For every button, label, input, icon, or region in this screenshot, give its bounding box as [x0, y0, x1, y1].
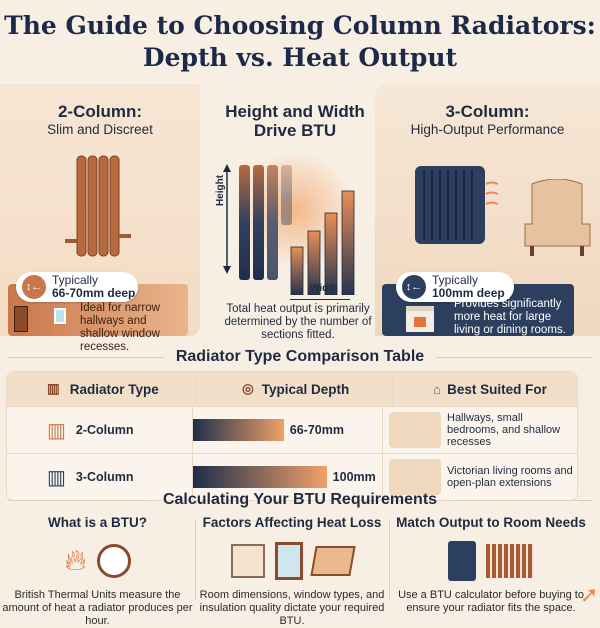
header-best-suited: Best Suited For	[447, 381, 547, 397]
depth-bar	[192, 419, 284, 441]
panel-heading: Height and Width	[225, 102, 365, 121]
best-suited-text: Victorian living rooms and open-plan ext…	[447, 465, 573, 489]
header-cell: ◎ Typical Depth	[196, 372, 392, 406]
btu-bar	[324, 212, 338, 295]
radiator-type: 2-Column	[75, 423, 134, 437]
width-label: Width	[310, 283, 338, 294]
divider	[195, 520, 196, 600]
copper-radiator-icon: ▥	[47, 419, 66, 442]
depth-value: 66-70mm deep	[52, 286, 136, 300]
table-row: ▥ 2-Column 66-70mm Hallways, small bedroo…	[7, 406, 577, 453]
window-icon	[275, 542, 303, 580]
door-icon	[14, 306, 28, 332]
btu-section-title: Calculating Your BTU Requirements	[0, 491, 600, 509]
header-cell: ⌂ Best Suited For	[392, 372, 577, 406]
height-width-panel: Height and Width Drive BTU	[205, 84, 385, 140]
panel-description: Total heat output is primarily determine…	[224, 303, 372, 341]
table-title: Radiator Type Comparison Table	[0, 348, 600, 366]
column-heading: Match Output to Room Needs	[396, 515, 586, 530]
header-radiator-type: Radiator Type	[69, 381, 159, 397]
flame-icon: 🔥︎	[64, 544, 87, 577]
btu-bars	[290, 190, 355, 295]
table-row: ▥ 3-Column 100mm Victorian living rooms a…	[7, 453, 577, 500]
column-heading: What is a BTU?	[47, 515, 147, 530]
depth-value: 100mm deep	[432, 286, 505, 300]
copper-radiator-illustration	[65, 155, 131, 257]
panel-heading: 3-Column:	[445, 102, 530, 121]
fireplace-icon	[406, 306, 434, 332]
house-icon: ⌂	[433, 381, 442, 397]
table-header: ▥ Radiator Type ◎ Typical Depth ⌂ Best Suit…	[7, 372, 577, 406]
clock-icon	[96, 544, 131, 578]
radiator-icon	[486, 544, 534, 578]
column-text: Use a BTU calculator before buying to en…	[398, 589, 584, 614]
depth-cell: 100mm	[191, 454, 382, 500]
depth-arrows-icon: ↕←	[22, 275, 46, 299]
depth-label: Typically	[432, 273, 479, 287]
hallway-bedroom-icon	[389, 412, 441, 448]
title-line-2: Depth vs. Heat Output	[142, 43, 458, 72]
depth-arrows-icon: ↕←	[402, 275, 426, 299]
navy-radiator-illustration	[415, 166, 499, 244]
panel-description: Ideal for narrow hallways and shallow wi…	[80, 302, 160, 353]
panel-heading: 2-Column:	[57, 102, 143, 121]
arrow-icon: ➚	[580, 582, 599, 607]
btu-column: What is a BTU? 🔥︎ British Thermal Units …	[0, 515, 195, 628]
best-suited-text: Hallways, small bedrooms, and shallow re…	[447, 412, 561, 448]
armchair-icon	[524, 179, 591, 256]
depth-cell: 66-70mm	[191, 407, 382, 453]
living-room-icon	[389, 459, 441, 495]
btu-bar	[341, 190, 355, 295]
height-label: Height	[215, 174, 227, 207]
column-text: British Thermal Units measure the amount…	[2, 589, 193, 627]
panel-subheading: Slim and Discreet	[47, 122, 153, 137]
floor-plan-icon	[231, 544, 265, 578]
depth-bar	[192, 466, 327, 488]
type-cell: ▥ 2-Column	[7, 407, 192, 453]
page-title: The Guide to Choosing Column Radiators: D…	[0, 10, 600, 74]
depth-label: Typically	[52, 273, 99, 287]
header-cell: ▥ Radiator Type	[7, 372, 196, 406]
depth-value: 100mm	[332, 470, 376, 484]
panel-description: Provides significantly more heat for lar…	[454, 298, 566, 336]
header-typical-depth: Typical Depth	[261, 381, 350, 397]
btu-bar	[307, 230, 321, 295]
title-line-1: The Guide to Choosing Column Radiators:	[4, 11, 596, 40]
comparison-table: ▥ Radiator Type ◎ Typical Depth ⌂ Best Suit…	[6, 371, 578, 501]
width-arrow	[290, 299, 350, 300]
btu-column: Factors Affecting Heat Loss Room dimensi…	[198, 515, 386, 628]
btu-bar	[290, 246, 304, 295]
calculator-icon	[448, 541, 476, 581]
tape-measure-icon: ◎	[242, 381, 254, 396]
btu-column: Match Output to Room Needs Use a BTU cal…	[392, 515, 590, 615]
table-title-text: Radiator Type Comparison Table	[175, 348, 425, 365]
column-text: Room dimensions, window types, and insul…	[199, 589, 385, 627]
btu-title-text: Calculating Your BTU Requirements	[162, 491, 438, 508]
radiator-sections	[239, 165, 292, 280]
suited-cell: Hallways, small bedrooms, and shallow re…	[382, 407, 577, 453]
divider	[389, 520, 390, 600]
radiator-type: 3-Column	[75, 470, 134, 484]
radiator-icon: ▥	[47, 381, 60, 396]
panel-heading: Drive BTU	[253, 121, 337, 140]
suited-cell: Victorian living rooms and open-plan ext…	[382, 454, 577, 500]
type-cell: ▥ 3-Column	[7, 454, 192, 500]
depth-value: 66-70mm	[289, 423, 344, 437]
btu-diagram	[223, 164, 355, 295]
insulation-icon	[310, 546, 356, 576]
panel-subheading: High-Output Performance	[410, 122, 565, 137]
navy-radiator-icon: ▥	[47, 466, 66, 489]
column-heading: Factors Affecting Heat Loss	[202, 515, 382, 530]
window-icon	[54, 308, 66, 324]
